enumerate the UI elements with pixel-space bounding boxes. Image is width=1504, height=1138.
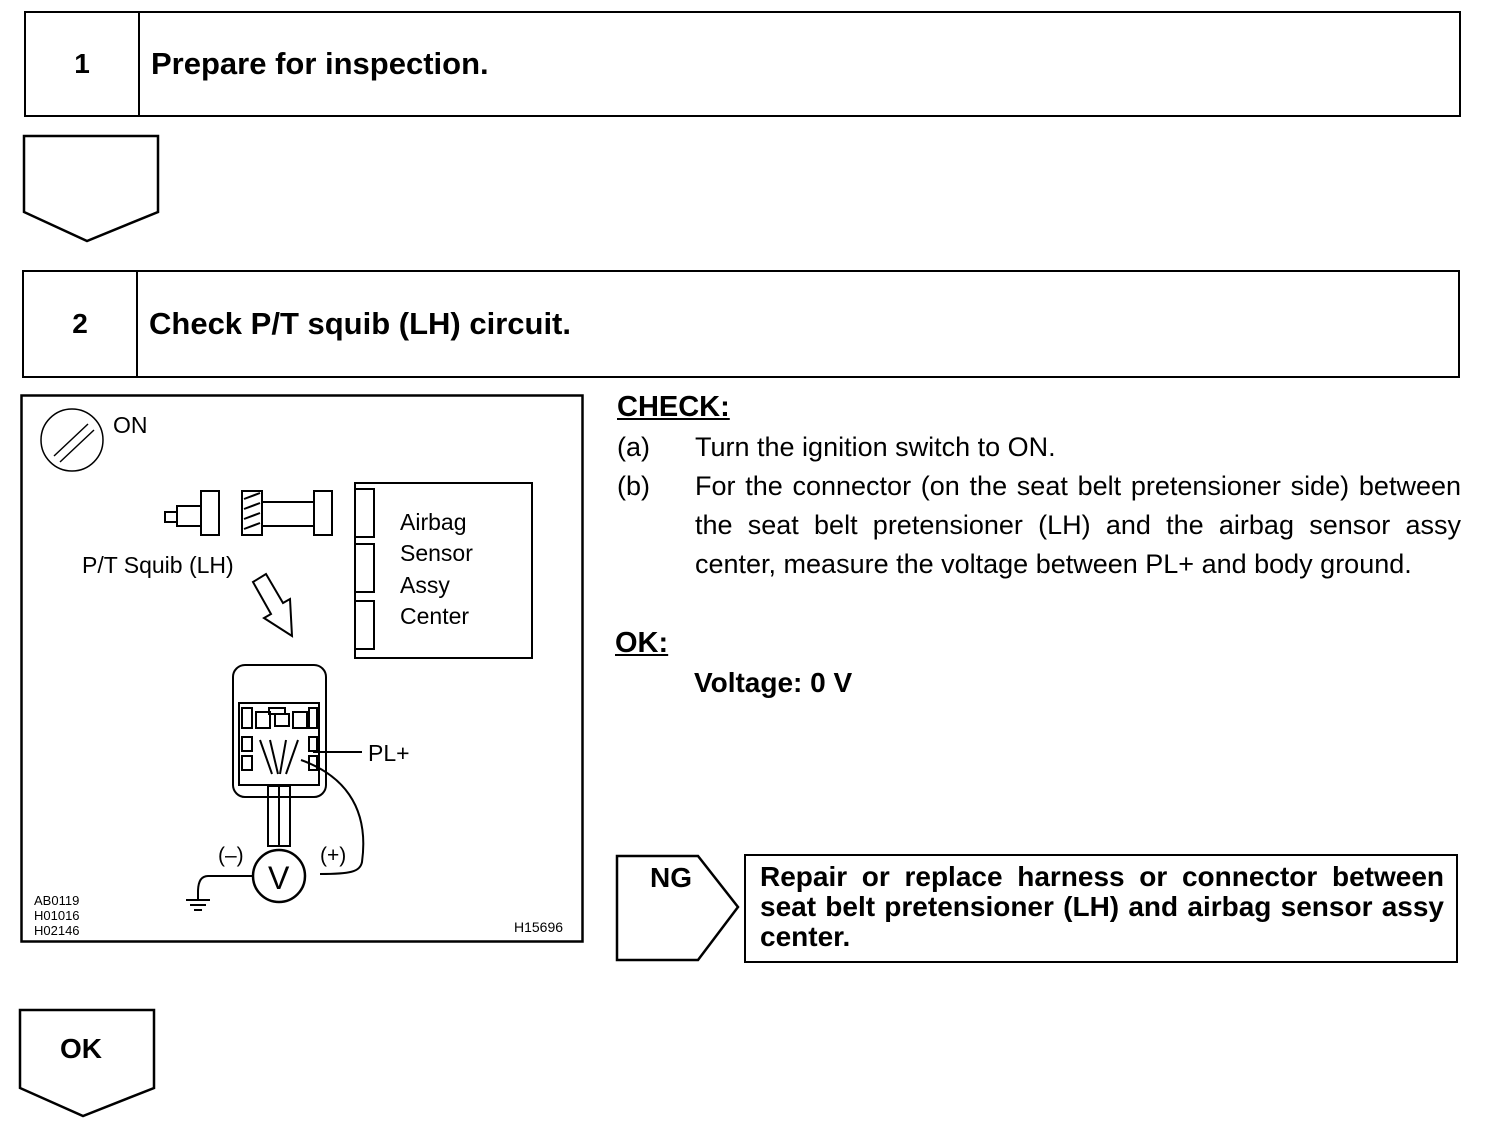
step-1-title: Prepare for inspection. bbox=[151, 46, 489, 81]
sensor-label-line-2: Sensor bbox=[400, 540, 473, 566]
ok-heading: OK: bbox=[615, 627, 669, 659]
ok-voltage-spec: Voltage: 0 V bbox=[694, 667, 853, 698]
voltmeter-icon: V bbox=[251, 848, 307, 904]
ignition-on-label: ON bbox=[113, 412, 148, 438]
step-2-title: Check P/T squib (LH) circuit. bbox=[149, 306, 571, 341]
inspection-diagram: ON P/T Squib (LH) Airbag Sensor Assy Cen… bbox=[20, 394, 584, 943]
check-item-b-label: (b) bbox=[617, 471, 650, 501]
check-heading: CHECK: bbox=[617, 391, 730, 423]
ref-code-1: AB0119 bbox=[34, 893, 79, 908]
sensor-label-line-4: Center bbox=[400, 603, 469, 629]
ref-code-3: H02146 bbox=[34, 923, 80, 938]
squib-connector-icon bbox=[164, 490, 333, 536]
step-2-number: 2 bbox=[24, 272, 138, 376]
sensor-label-line-1: Airbag bbox=[400, 509, 466, 535]
meter-plus-label: (+) bbox=[320, 844, 346, 867]
sensor-label-line-3: Assy bbox=[400, 572, 450, 598]
figure-id: H15696 bbox=[514, 919, 563, 935]
flow-arrow-down-icon bbox=[22, 134, 160, 243]
ok-flow-label: OK bbox=[60, 1033, 102, 1064]
step-2-header: 2 Check P/T squib (LH) circuit. bbox=[22, 270, 1460, 378]
pl-plus-label: PL+ bbox=[368, 740, 410, 766]
ng-label: NG bbox=[650, 862, 692, 893]
pointer-arrow-icon bbox=[251, 572, 294, 638]
meter-minus-label: (–) bbox=[218, 844, 244, 867]
ignition-switch-icon bbox=[40, 408, 104, 472]
squib-label: P/T Squib (LH) bbox=[82, 552, 234, 578]
voltmeter-symbol: V bbox=[268, 860, 290, 896]
check-item-b-text: For the connector (on the seat belt pret… bbox=[695, 471, 1461, 579]
ref-code-2: H01016 bbox=[34, 908, 80, 923]
ng-arrow-icon bbox=[615, 854, 740, 962]
airbag-sensor-box-icon bbox=[354, 482, 533, 659]
step-1-header: 1 Prepare for inspection. bbox=[24, 11, 1461, 117]
step-1-number: 1 bbox=[26, 13, 140, 115]
ground-icon bbox=[186, 875, 253, 911]
ok-flow-arrow-icon bbox=[18, 1008, 156, 1118]
check-item-a-label: (a) bbox=[617, 432, 650, 462]
connector-face-icon bbox=[232, 664, 327, 847]
check-item-a-text: Turn the ignition switch to ON. bbox=[695, 432, 1056, 462]
ng-action-text: Repair or replace harness or connector b… bbox=[744, 854, 1458, 963]
